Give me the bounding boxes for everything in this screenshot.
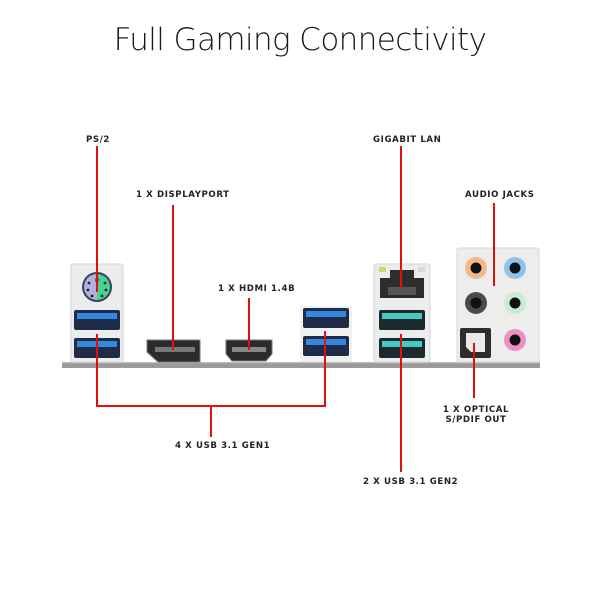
usb-gen2-port-icon [379,310,425,330]
label-gigabit-lan: GIGABIT LAN [373,135,442,145]
label-usb-gen2: 2 X USB 3.1 GEN2 [363,477,459,487]
optical-port-icon [460,328,491,358]
audio-jack-green-icon [504,292,526,314]
callout-lines [96,146,495,472]
audio-jack-black-icon [465,292,487,314]
label-optical: 1 X OPTICAL S/PDIF OUT [443,405,509,425]
displayport-icon [146,339,201,363]
audio-jack-pink-icon [504,329,526,351]
audio-block [456,247,540,363]
audio-jack-orange-icon [465,257,487,279]
label-displayport: 1 X DISPLAYPORT [136,190,230,200]
label-optical-line1: 1 X OPTICAL [442,405,510,415]
audio-jack-blue-icon [504,257,526,279]
label-optical-line2: S/PDIF OUT [445,415,507,425]
page-title: Full Gaming Connectivity [113,22,487,58]
callout-line-usb-gen1 [96,331,326,407]
label-ps2: PS/2 [86,135,111,145]
usb-gen1-port-icon [74,310,120,330]
label-usb-gen1: 4 X USB 3.1 GEN1 [175,441,271,451]
backplate [62,362,540,368]
ps2-usb-stack [70,263,124,363]
label-hdmi: 1 X HDMI 1.4B [218,284,296,294]
label-audio-jacks: AUDIO JACKS [465,190,535,200]
